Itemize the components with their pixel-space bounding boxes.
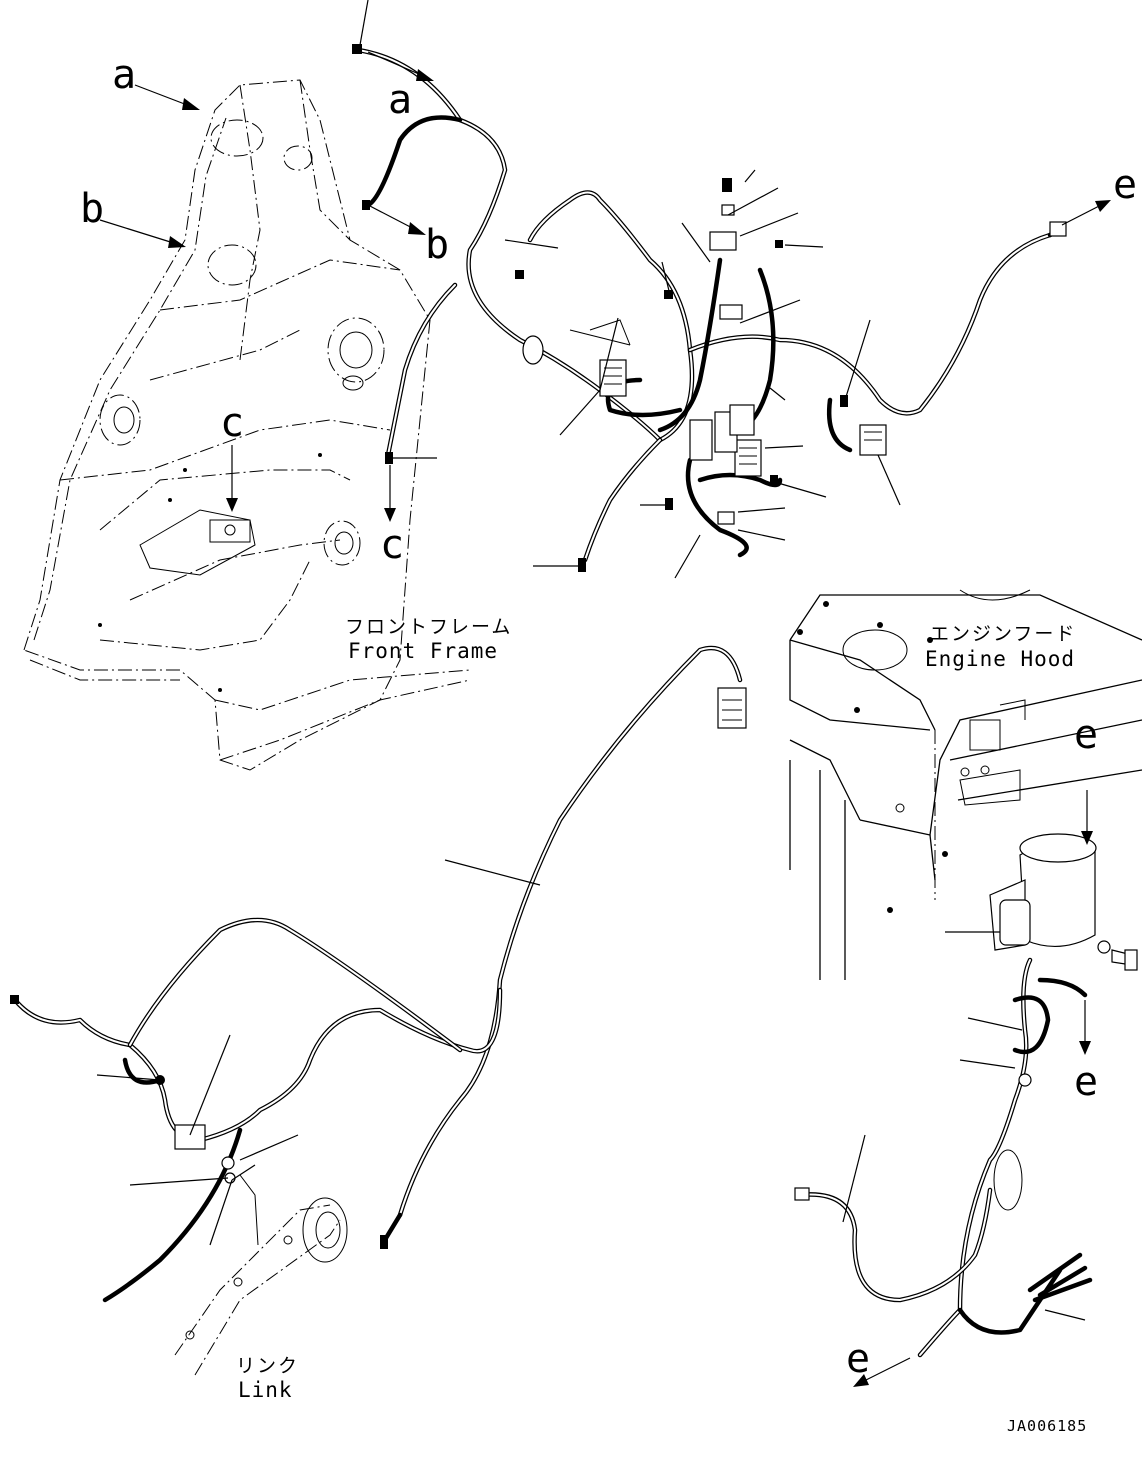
front-frame-label-jp: フロントフレーム (345, 616, 512, 638)
ref-letter-a: a (112, 52, 136, 98)
leader-lines (96, 0, 1086, 1321)
main-harness (352, 44, 1067, 572)
ref-letter-c: c (380, 522, 404, 568)
ref-letter-c: c (220, 400, 244, 446)
link-label-jp: リンク (236, 1355, 299, 1377)
reference-arrows (99, 51, 1111, 1387)
ref-letter-a: a (388, 77, 412, 123)
ref-letter-e: e (1113, 162, 1137, 208)
front-frame-label-en: Front Frame (348, 639, 498, 663)
horn (989, 833, 1138, 971)
ref-letter-b: b (425, 222, 449, 268)
horn-harness (794, 957, 1093, 1358)
drawing-number: JA006185 (1007, 1417, 1087, 1435)
link-drawing (174, 1174, 348, 1376)
ref-letter-e: e (1074, 712, 1098, 758)
engine-hood-label-jp: エンジンフード (930, 623, 1076, 645)
long-harness (380, 645, 747, 1249)
ref-letter-e: e (846, 1336, 870, 1382)
engine-hood-drawing (789, 589, 1142, 980)
ref-letter-e: e (1074, 1059, 1098, 1105)
ref-letter-b: b (80, 186, 104, 232)
link-harness (10, 917, 503, 1303)
engine-hood-label-en: Engine Hood (925, 647, 1075, 671)
link-label-en: Link (238, 1378, 293, 1402)
front-frame-drawing (23, 79, 471, 771)
